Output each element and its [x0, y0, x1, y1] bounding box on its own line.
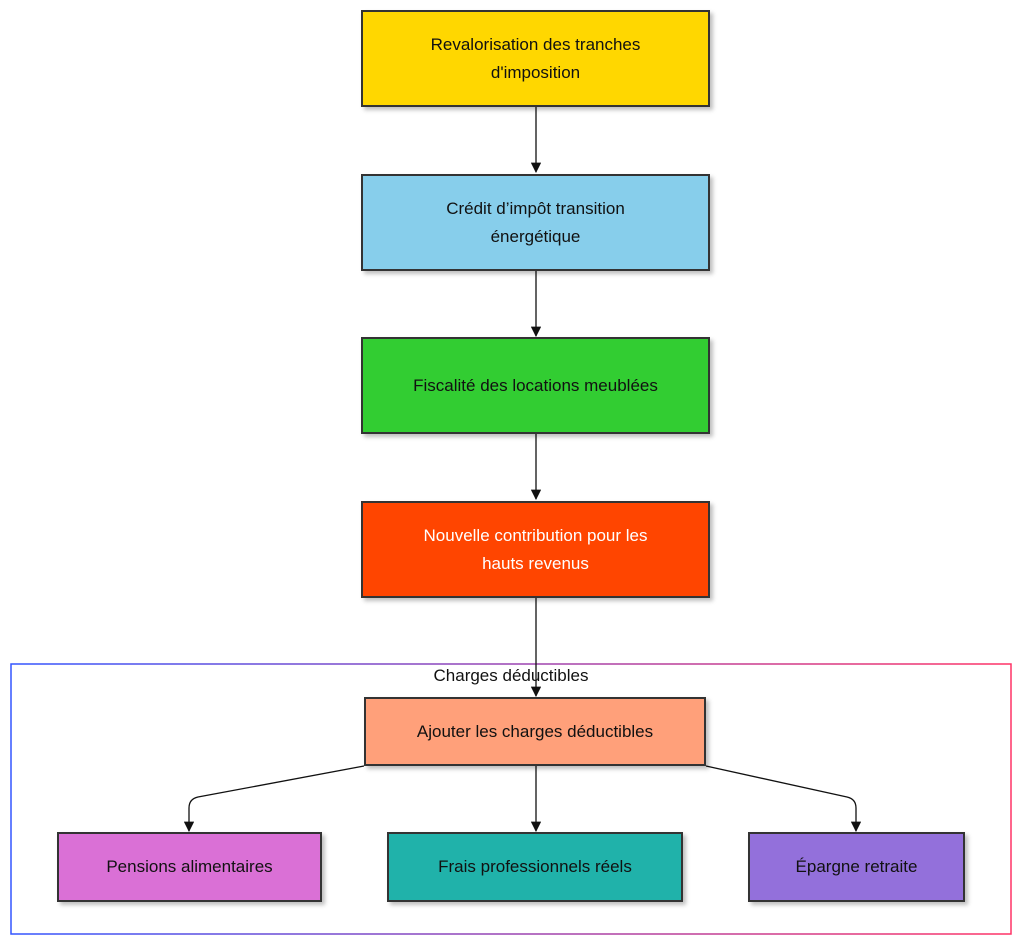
node-frais-professionnels[interactable]: Frais professionnels réels: [387, 832, 683, 902]
node-label: Épargne retraite: [795, 857, 918, 876]
node-pensions-alimentaires[interactable]: Pensions alimentaires: [57, 832, 322, 902]
node-label: Nouvelle contribution pour les hauts rev…: [423, 525, 648, 573]
node-label: Revalorisation des tranches d'imposition: [430, 34, 641, 82]
cluster-border: [10, 663, 1012, 935]
node-revalorisation-tranches[interactable]: Revalorisation des tranches d'imposition: [361, 10, 710, 107]
node-label: Pensions alimentaires: [106, 857, 273, 876]
cluster-label: Charges déductibles: [433, 666, 589, 685]
edge-ajouter-pensions: [183, 765, 365, 833]
node-label: Ajouter les charges déductibles: [416, 721, 654, 741]
node-fiscalite-locations[interactable]: Fiscalité des locations meublées: [361, 337, 710, 434]
node-label: Fiscalité des locations meublées: [413, 375, 658, 395]
node-label: Crédit d’impôt transition énergétique: [446, 198, 625, 246]
node-contribution-hauts-revenus[interactable]: Nouvelle contribution pour les hauts rev…: [361, 501, 710, 598]
node-label: Frais professionnels réels: [438, 857, 632, 876]
edge-ajouter-epargne: [705, 765, 862, 833]
node-ajouter-charges[interactable]: Ajouter les charges déductibles: [364, 697, 706, 766]
node-epargne-retraite[interactable]: Épargne retraite: [748, 832, 965, 902]
node-credit-impot[interactable]: Crédit d’impôt transition énergétique: [361, 174, 710, 271]
